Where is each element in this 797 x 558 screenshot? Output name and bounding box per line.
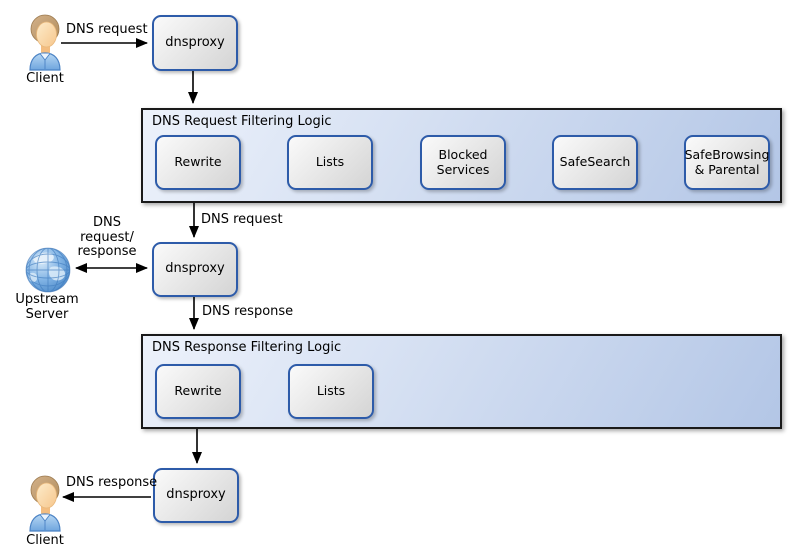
node-dnsproxy-middle: dnsproxy	[152, 242, 238, 297]
step-rewrite-request: Rewrite	[155, 135, 241, 190]
step-lists-request: Lists	[287, 135, 373, 190]
request-filtering-title: DNS Request Filtering Logic	[152, 114, 332, 129]
response-filtering-container: DNS Response Filtering Logic Rewrite Lis…	[141, 334, 782, 429]
edge-label-proxy-response: DNS response	[202, 304, 294, 319]
person-icon	[29, 14, 61, 71]
person-icon	[29, 475, 61, 532]
step-blocked-services: Blocked Services	[420, 135, 506, 190]
step-rewrite-response: Rewrite	[155, 364, 241, 419]
edge-label-client-request: DNS request	[66, 22, 148, 37]
client-top-label: Client	[26, 71, 64, 86]
node-dnsproxy-bottom: dnsproxy	[153, 468, 239, 523]
request-filtering-container: DNS Request Filtering Logic Rewrite List…	[141, 108, 782, 203]
step-lists-response: Lists	[288, 364, 374, 419]
step-safebrowsing-parental: SafeBrowsing & Parental	[684, 135, 770, 190]
edge-label-upstream-exchange: DNS request/ response	[77, 215, 137, 260]
edge-label-response-to-client: DNS response	[66, 475, 158, 490]
step-safesearch: SafeSearch	[552, 135, 638, 190]
edge-label-filtered-request: DNS request	[201, 212, 283, 227]
node-dnsproxy-top: dnsproxy	[152, 15, 238, 71]
globe-icon	[25, 247, 71, 293]
upstream-server-label: Upstream Server	[15, 292, 79, 322]
client-bottom-label: Client	[26, 533, 64, 548]
response-filtering-title: DNS Response Filtering Logic	[152, 340, 342, 355]
